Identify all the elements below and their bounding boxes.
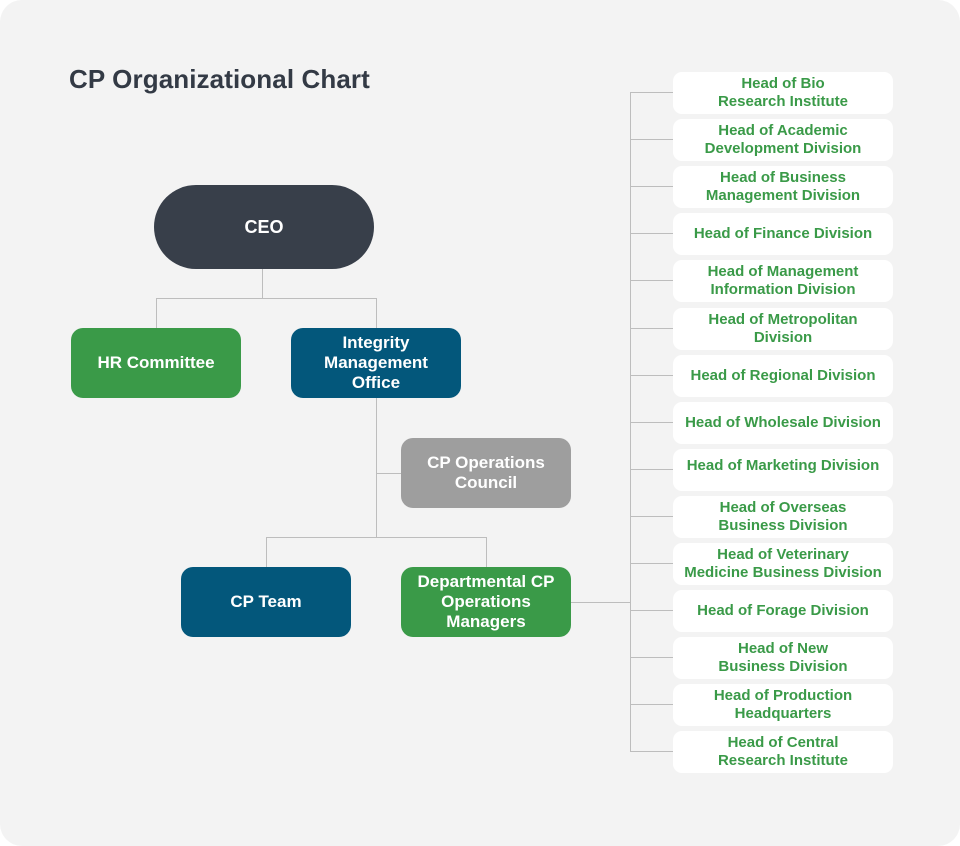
connector-head-branch bbox=[630, 233, 673, 234]
division-head-finance[interactable]: Head of Finance Division bbox=[673, 213, 893, 255]
connector-dept-to-spine bbox=[571, 602, 631, 603]
connector-head-branch bbox=[630, 92, 673, 93]
division-head-marketing[interactable]: Head of Marketing Division bbox=[673, 449, 893, 491]
connector-head-branch bbox=[630, 280, 673, 281]
connector-level3-bar bbox=[266, 537, 487, 538]
connector-council-branch bbox=[376, 473, 401, 474]
connector-head-branch bbox=[630, 516, 673, 517]
division-head-business-management[interactable]: Head of Business Management Division bbox=[673, 166, 893, 208]
node-ceo[interactable]: CEO bbox=[154, 185, 374, 269]
connector-head-branch bbox=[630, 422, 673, 423]
division-head-regional[interactable]: Head of Regional Division bbox=[673, 355, 893, 397]
connector-dept-drop bbox=[486, 537, 487, 567]
connector-head-branch bbox=[630, 657, 673, 658]
division-head-overseas-business[interactable]: Head of Overseas Business Division bbox=[673, 496, 893, 538]
connector-head-branch bbox=[630, 704, 673, 705]
division-head-production[interactable]: Head of Production Headquarters bbox=[673, 684, 893, 726]
connector-cpteam-drop bbox=[266, 537, 267, 567]
connector-imo-down bbox=[376, 398, 377, 537]
connector-ceo-down bbox=[262, 269, 263, 298]
connector-head-branch bbox=[630, 469, 673, 470]
division-head-forage[interactable]: Head of Forage Division bbox=[673, 590, 893, 632]
connector-head-branch bbox=[630, 186, 673, 187]
connector-head-branch bbox=[630, 751, 673, 752]
node-departmental-cp-operations-managers[interactable]: Departmental CP Operations Managers bbox=[401, 567, 571, 637]
node-integrity-management-office[interactable]: Integrity Management Office bbox=[291, 328, 461, 398]
node-cp-team[interactable]: CP Team bbox=[181, 567, 351, 637]
division-head-management-information[interactable]: Head of Management Information Division bbox=[673, 260, 893, 302]
division-head-central-research[interactable]: Head of Central Research Institute bbox=[673, 731, 893, 773]
connector-hr-drop bbox=[156, 298, 157, 328]
division-head-new-business[interactable]: Head of New Business Division bbox=[673, 637, 893, 679]
chart-title: CP Organizational Chart bbox=[69, 64, 370, 94]
division-head-wholesale[interactable]: Head of Wholesale Division bbox=[673, 402, 893, 444]
division-head-veterinary-medicine[interactable]: Head of Veterinary Medicine Business Div… bbox=[673, 543, 893, 585]
division-head-metropolitan[interactable]: Head of Metropolitan Division bbox=[673, 308, 893, 350]
connector-imo-drop bbox=[376, 298, 377, 328]
connector-head-branch bbox=[630, 563, 673, 564]
connector-head-branch bbox=[630, 139, 673, 140]
node-cp-operations-council[interactable]: CP Operations Council bbox=[401, 438, 571, 508]
connector-head-branch bbox=[630, 610, 673, 611]
division-head-bio-research[interactable]: Head of Bio Research Institute bbox=[673, 72, 893, 114]
node-hr-committee[interactable]: HR Committee bbox=[71, 328, 241, 398]
division-head-academic-development[interactable]: Head of Academic Development Division bbox=[673, 119, 893, 161]
connector-level1-bar bbox=[156, 298, 377, 299]
connector-head-branch bbox=[630, 375, 673, 376]
connector-head-branch bbox=[630, 328, 673, 329]
